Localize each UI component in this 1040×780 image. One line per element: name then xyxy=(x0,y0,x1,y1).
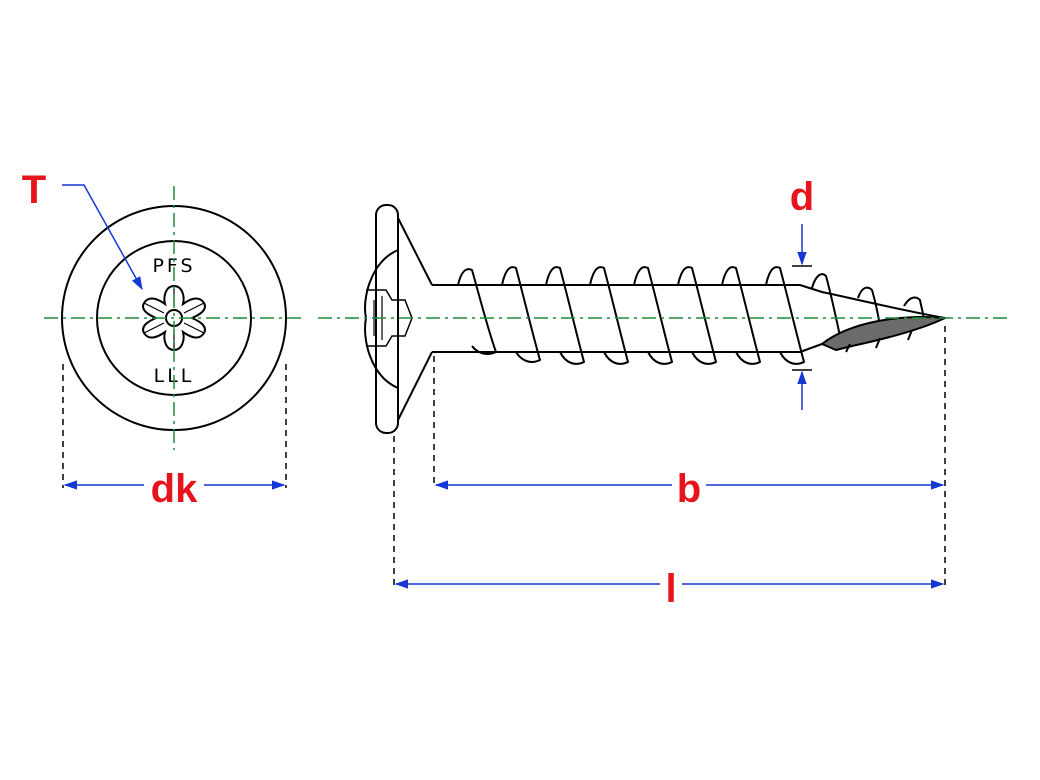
b-dimension xyxy=(433,326,946,588)
b-label: b xyxy=(677,467,701,511)
l-label: l xyxy=(665,567,676,611)
head-centerlines xyxy=(44,186,302,450)
head-marking-top: PFS xyxy=(152,255,195,277)
dk-label: dk xyxy=(151,467,198,511)
head-marking-bottom: LLL xyxy=(154,365,195,387)
t-leader xyxy=(62,184,143,291)
screw-shank xyxy=(397,217,946,421)
screw-tip xyxy=(821,316,946,353)
t-label: T xyxy=(22,168,46,212)
dk-dimension xyxy=(62,364,287,490)
d-dimension xyxy=(792,224,812,410)
l-dimension xyxy=(393,436,945,589)
washer-head-side xyxy=(364,204,413,434)
thread-flanks xyxy=(457,266,925,365)
d-label: d xyxy=(790,175,814,219)
